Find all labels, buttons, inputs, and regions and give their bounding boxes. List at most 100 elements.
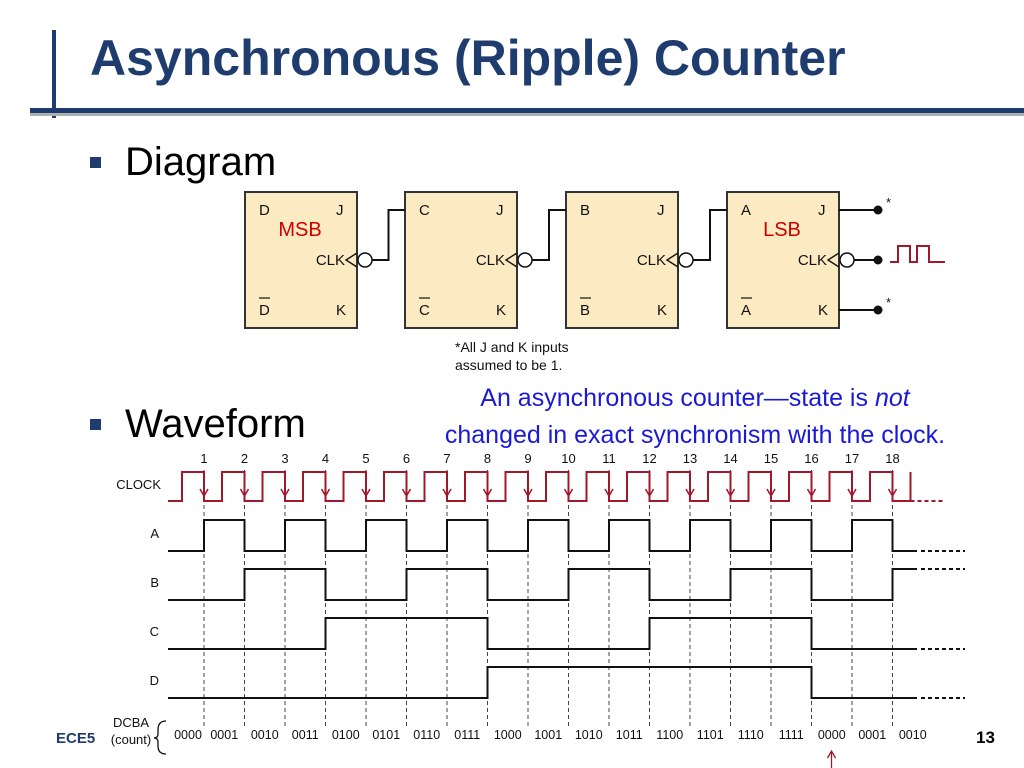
circuit-note-line1: *All J and K inputs xyxy=(455,339,569,355)
clock-waveform xyxy=(168,471,912,502)
output-qbar-label: B xyxy=(580,302,590,319)
count-value: 0010 xyxy=(899,728,927,742)
waveform-a xyxy=(168,519,917,552)
pulse-number: 11 xyxy=(602,451,616,466)
flip-flop-body xyxy=(244,191,358,329)
clk-input-label: CLK xyxy=(476,252,505,269)
input-j-label: J xyxy=(657,202,665,219)
clock-label: CLOCK xyxy=(116,477,161,492)
clk-input-label: CLK xyxy=(798,252,827,269)
falling-edge-arrow xyxy=(563,488,574,498)
pulse-number: 4 xyxy=(322,451,329,466)
bullet-diagram: Diagram xyxy=(90,140,276,184)
pulse-number: 13 xyxy=(683,451,697,466)
signal-label-d: D xyxy=(150,673,159,688)
falling-edge-arrow xyxy=(401,488,412,498)
output-qbar-label: C xyxy=(419,302,430,319)
j-input-mark: * xyxy=(886,195,891,210)
pulse-number: 2 xyxy=(241,451,248,466)
count-value: 0000 xyxy=(174,728,202,742)
count-value: 1010 xyxy=(575,728,603,742)
bullet-text: Diagram xyxy=(125,140,277,184)
waveform-b xyxy=(168,568,917,601)
falling-edge-arrow xyxy=(847,488,857,498)
note-line2: changed in exact synchronism with the cl… xyxy=(444,421,946,449)
signal-label-b: B xyxy=(150,575,159,590)
count-value: 0001 xyxy=(858,728,886,742)
bullet-text: Waveform xyxy=(125,402,306,446)
count-value: 0111 xyxy=(454,728,480,742)
input-j-label: J xyxy=(496,202,504,219)
count-value: 0000 xyxy=(818,728,846,742)
count-value: 0011 xyxy=(292,728,319,742)
pulse-number: 18 xyxy=(885,451,899,466)
count-value: 1000 xyxy=(494,728,522,742)
pulse-number: 6 xyxy=(403,451,410,466)
flip-flop-body xyxy=(565,191,679,329)
count-brace xyxy=(153,720,167,755)
output-q-label: B xyxy=(580,202,590,219)
falling-edge-arrow xyxy=(280,488,290,498)
clk-edge-triangle xyxy=(504,252,518,268)
pulse-number: 16 xyxy=(804,451,818,466)
course-footer: ECE5 xyxy=(56,730,96,747)
input-j-label: J xyxy=(818,202,826,219)
waveform-c xyxy=(168,617,917,650)
circuit-note-line2: assumed to be 1. xyxy=(455,357,562,373)
signal-label-a: A xyxy=(150,526,159,541)
count-value: 0010 xyxy=(251,728,279,742)
falling-edge-arrow xyxy=(604,488,614,498)
count-value: 0101 xyxy=(372,728,400,742)
pulse-number: 15 xyxy=(764,451,778,466)
falling-edge-arrow xyxy=(523,488,533,498)
slide-title: Asynchronous (Ripple) Counter xyxy=(90,30,846,86)
note-emphasis: not xyxy=(874,384,910,412)
clk-edge-triangle xyxy=(826,252,840,268)
output-q-label: D xyxy=(259,202,270,219)
input-k-label: K xyxy=(336,302,346,319)
pulse-number: 17 xyxy=(845,451,859,466)
clock-input-terminal xyxy=(873,255,883,265)
pulse-number: 7 xyxy=(443,451,450,466)
ripple-wire xyxy=(693,209,727,261)
title-accent-bar xyxy=(52,30,56,118)
pulse-number: 14 xyxy=(723,451,737,466)
falling-edge-arrow xyxy=(644,488,655,498)
falling-edge-arrow xyxy=(482,488,493,498)
count-label-line2: (count) xyxy=(111,732,151,747)
output-q-label: A xyxy=(741,202,751,219)
flip-flop-body xyxy=(726,191,840,329)
title-underline-shadow xyxy=(30,113,1024,116)
ripple-wire xyxy=(372,209,405,261)
falling-edge-arrow xyxy=(887,488,898,498)
count-label-line1: DCBA xyxy=(113,715,149,730)
flip-flop-body xyxy=(404,191,518,329)
falling-edge-arrow xyxy=(361,488,371,498)
count-value: 0001 xyxy=(210,728,238,742)
clk-edge-triangle xyxy=(665,252,679,268)
falling-edge-arrow xyxy=(239,488,250,498)
falling-edge-arrow xyxy=(766,488,776,498)
pulse-number: 10 xyxy=(561,451,575,466)
output-qbar-label: D xyxy=(259,302,270,319)
pulse-number: 5 xyxy=(362,451,369,466)
output-qbar-label: A xyxy=(741,302,751,319)
output-q-label: C xyxy=(419,202,430,219)
count-value: 1100 xyxy=(656,728,683,742)
pulse-number: 12 xyxy=(642,451,656,466)
input-k-label: K xyxy=(496,302,506,319)
pulse-number: 1 xyxy=(200,451,207,466)
pulse-number: 9 xyxy=(524,451,531,466)
waveform-d xyxy=(168,666,917,699)
title-underline xyxy=(30,108,1024,113)
input-k-label: K xyxy=(818,302,828,319)
falling-edge-arrow xyxy=(806,488,817,498)
async-note: An asynchronous counter—state is not cha… xyxy=(375,380,1015,454)
clk-edge-triangle xyxy=(344,252,358,268)
pulse-number: 3 xyxy=(281,451,288,466)
bullet-square-icon xyxy=(90,418,101,430)
